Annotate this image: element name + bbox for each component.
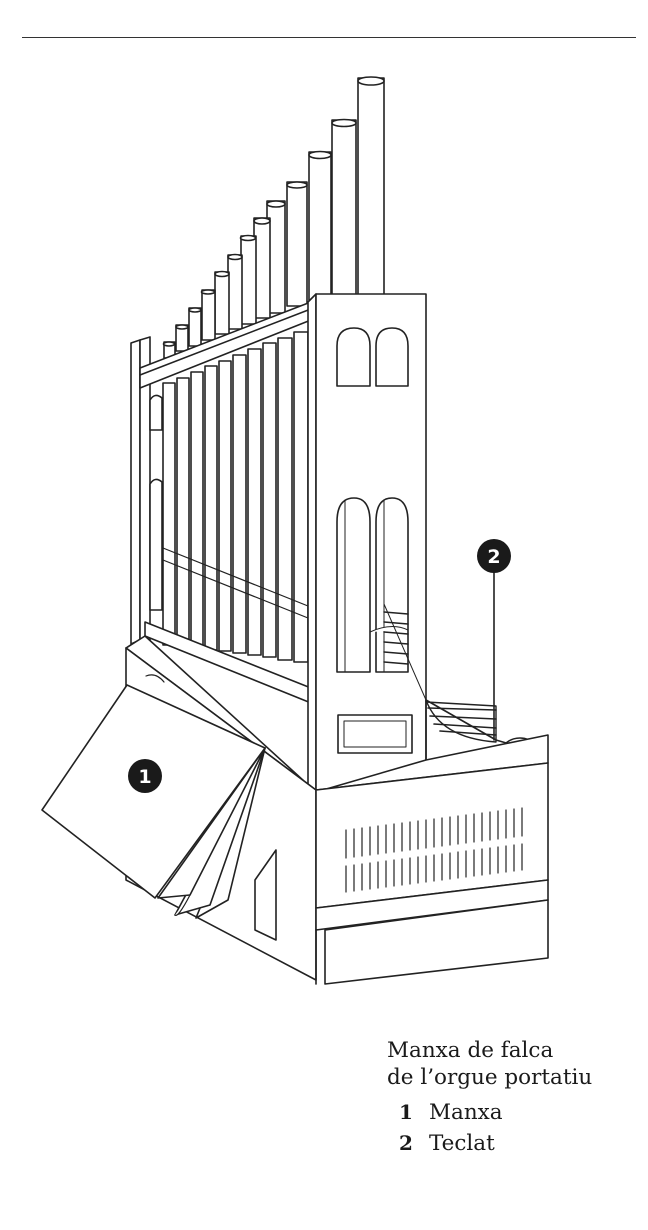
bellows — [41, 674, 266, 919]
callout-1: 1 — [128, 759, 162, 793]
tower-window-lower-right — [375, 497, 409, 673]
legend-label: Teclat — [429, 1131, 495, 1156]
legend-number: 1 — [399, 1100, 413, 1124]
callout-2: 2 — [477, 539, 511, 741]
left-end-panel — [130, 336, 163, 645]
front-pipes — [162, 331, 309, 663]
tower-window-upper-left — [336, 327, 371, 387]
organ-illustration: 1 2 — [41, 76, 549, 985]
tower-window-upper-right — [375, 327, 409, 387]
legend-number: 2 — [399, 1131, 413, 1155]
legend: 1 Manxa 2 Teclat — [387, 1097, 642, 1159]
legend-label: Manxa — [429, 1100, 503, 1125]
callout-2-label: 2 — [487, 546, 500, 568]
right-tower — [307, 293, 427, 791]
callout-1-label: 1 — [138, 766, 151, 788]
tower-window-lower-left — [336, 497, 371, 673]
legend-item: 2 Teclat — [387, 1128, 642, 1159]
vent-slots — [345, 807, 523, 893]
top-rule — [22, 37, 636, 38]
legend-item: 1 Manxa — [387, 1097, 642, 1128]
caption-title-line2: de l’orgue portatiu — [387, 1065, 593, 1090]
caption: Manxa de falca de l’orgue portatiu 1 Manx… — [387, 1037, 642, 1159]
back-pipes — [162, 76, 385, 359]
caption-title-line1: Manxa de falca — [387, 1038, 554, 1063]
